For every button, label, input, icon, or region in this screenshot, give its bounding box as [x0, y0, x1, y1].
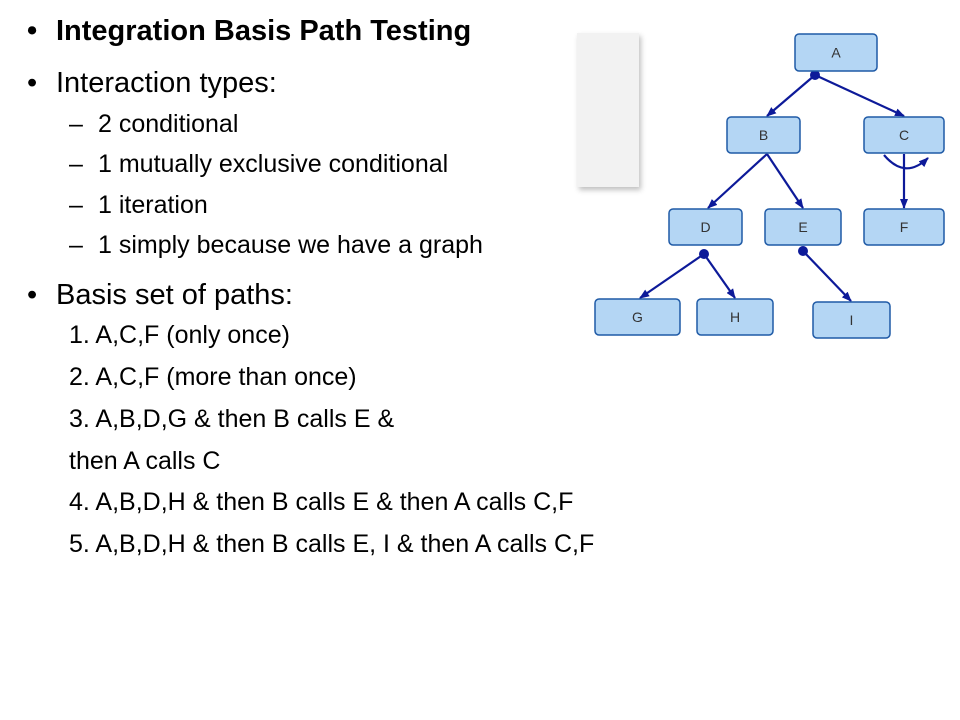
title-text: Integration Basis Path Testing — [56, 15, 472, 47]
node-label-g: G — [632, 309, 643, 325]
node-i — [812, 301, 891, 339]
interaction-item-text: 1 simply because we have a graph — [98, 231, 483, 259]
node-label-f: F — [900, 219, 909, 235]
bullet-icon: • — [27, 15, 38, 47]
node-label-b: B — [759, 127, 768, 143]
node-label-h: H — [730, 309, 740, 325]
path-item: 5. A,B,D,H & then B calls E, I & then A … — [69, 530, 595, 558]
interaction-item-text: 1 iteration — [98, 191, 208, 219]
iteration-loop-c — [883, 154, 929, 170]
basis-heading: Basis set of paths: — [56, 279, 293, 311]
node-d — [668, 208, 743, 246]
interaction-item-text: 1 mutually exclusive conditional — [98, 150, 449, 178]
path-item: 4. A,B,D,H & then B calls E & then A cal… — [69, 488, 574, 516]
path-item: 1. A,C,F (only once) — [69, 321, 290, 349]
node-label-a: A — [831, 45, 841, 61]
edge-a-c — [814, 74, 905, 117]
edge-b-d — [707, 153, 768, 209]
edge-a-b — [766, 74, 816, 117]
node-f — [863, 208, 945, 246]
node-b — [726, 116, 801, 154]
placeholder-box — [577, 33, 639, 187]
node-label-c: C — [899, 127, 909, 143]
junction-dot — [810, 70, 820, 80]
node-h — [696, 298, 774, 336]
edge-d-g — [639, 253, 705, 299]
edge-e-i — [802, 250, 852, 302]
path-item: then A calls C — [69, 447, 221, 475]
junction-dot — [699, 249, 709, 259]
interaction-item-text: 2 conditional — [98, 110, 239, 138]
interaction-heading: Interaction types: — [56, 67, 277, 99]
path-item: 2. A,C,F (more than once) — [69, 363, 357, 391]
dash-icon: – — [69, 110, 83, 138]
node-a — [794, 33, 878, 72]
dash-icon: – — [69, 231, 83, 259]
dash-icon: – — [69, 191, 83, 219]
node-c — [863, 116, 945, 154]
edge-d-h — [703, 253, 736, 299]
dash-icon: – — [69, 150, 83, 178]
node-g — [594, 298, 681, 336]
node-label-i: I — [850, 312, 854, 328]
junction-dot — [798, 246, 808, 256]
node-label-e: E — [798, 219, 807, 235]
path-item: 3. A,B,D,G & then B calls E & — [69, 405, 395, 433]
node-label-d: D — [700, 219, 710, 235]
bullet-icon: • — [27, 67, 38, 99]
edge-b-e — [766, 153, 804, 209]
bullet-icon: • — [27, 279, 38, 311]
node-e — [764, 208, 842, 246]
